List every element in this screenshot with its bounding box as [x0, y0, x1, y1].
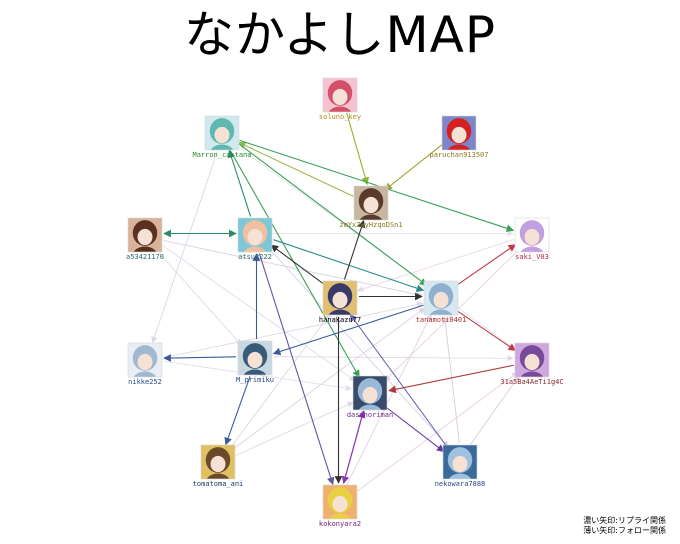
edge-reply-zmYxZwyHzqoDSn1-to-Marron_castana — [237, 141, 354, 197]
edge-reply-hanakazu77-to-zmYxZwyHzqoDSn1 — [343, 219, 366, 280]
avatar-nikke252 — [128, 343, 162, 377]
edge-follow-tomatoma_ani-to-hanakazu77 — [230, 313, 331, 448]
node-label-paruchan913507: paruchan913507 — [429, 151, 488, 159]
edge-reply-M_primiku-to-tomatoma_ani — [224, 376, 251, 446]
avatar-kokonyara2 — [323, 485, 357, 519]
edge-reply-paruchan913507-to-zmYxZwyHzqoDSn1 — [384, 143, 444, 191]
node-saki_V03[interactable]: saki_V03 — [514, 217, 550, 261]
avatar-a53421170 — [128, 218, 162, 252]
node-nekowara7888[interactable]: nekowara7888 — [435, 444, 486, 488]
edge-follow-tomatoma_ani-to-tanamoti0401 — [232, 307, 426, 450]
avatar-saki_V03 — [515, 218, 549, 252]
node-label-hanakazu77: hanakazu77 — [319, 316, 361, 324]
legend-reply-text: 濃い矢印:リプライ関係 — [583, 516, 666, 525]
legend: 濃い矢印:リプライ関係 薄い矢印:フォロー関係 — [583, 516, 666, 536]
edge-follow-M_primiku-to-31a5Ba4AeTi1g4C — [274, 355, 514, 362]
edge-reply-hanakazu77-to-atsu2222 — [270, 244, 326, 286]
edge-reply-M_primiku-to-nikke252 — [163, 354, 236, 362]
avatar-hanakazu77 — [323, 281, 357, 315]
edge-reply-tanamoti0401-to-saki_V03 — [455, 244, 517, 287]
node-tanamoti0401[interactable]: tanamoti0401 — [416, 280, 467, 324]
node-label-tomatoma_ani: tomatoma_ani — [193, 480, 244, 488]
edge-reply-Marron_castana-to-tanamoti0401 — [237, 142, 428, 286]
reply-edges — [163, 112, 517, 486]
node-label-M_primiku: M_primiku — [236, 376, 274, 384]
edge-follow-a53421170-to-M_primiku — [156, 249, 242, 346]
avatar-paruchan913507 — [442, 116, 476, 150]
edge-follow-kokonyara2-to-tanamoti0401 — [346, 313, 432, 485]
avatar-tanamoti0401 — [424, 281, 458, 315]
edge-reply-atsu2222-to-kokonyara2 — [258, 253, 335, 486]
edge-follow-saki_V03-to-hanakazu77 — [356, 239, 514, 292]
node-soluno_key[interactable]: soluno_key — [319, 77, 361, 121]
edge-reply-Marron_castana-to-dasahoriman — [229, 149, 360, 378]
avatar-atsu2222 — [238, 218, 272, 252]
node-label-31a5Ba4AeTi1g4C: 31a5Ba4AeTi1g4C — [500, 378, 563, 386]
node-31a5Ba4AeTi1g4C[interactable]: 31a5Ba4AeTi1g4C — [500, 342, 564, 386]
edge-follow-nekowara7888-to-tanamoti0401 — [442, 316, 460, 444]
node-label-soluno_key: soluno_key — [319, 113, 361, 121]
edge-follow-nekowara7888-to-31a5Ba4AeTi1g4C — [469, 374, 521, 446]
edge-reply-tanamoti0401-to-M_primiku — [272, 304, 424, 356]
node-a53421170[interactable]: a53421170 — [126, 217, 164, 261]
edge-reply-dasahoriman-to-nekowara7888 — [383, 405, 445, 453]
node-label-zmYxZwyHzqoDSn1: zmYxZwyHzqoDSn1 — [339, 221, 402, 229]
node-paruchan913507[interactable]: paruchan913507 — [429, 115, 489, 159]
avatar-nekowara7888 — [443, 445, 477, 479]
node-M_primiku[interactable]: M_primiku — [236, 340, 274, 384]
edge-reply-Marron_castana-to-saki_V03 — [239, 139, 515, 232]
node-zmYxZwyHzqoDSn1[interactable]: zmYxZwyHzqoDSn1 — [339, 185, 403, 229]
edge-reply-atsu2222-to-Marron_castana — [227, 149, 252, 217]
node-dasahoriman[interactable]: dasahoriman — [347, 375, 393, 419]
avatar-tomatoma_ani — [201, 445, 235, 479]
edge-follow-tomatoma_ani-to-dasahoriman — [235, 401, 354, 456]
node-label-atsu2222: atsu2222 — [238, 253, 272, 261]
node-label-saki_V03: saki_V03 — [515, 253, 549, 261]
node-tomatoma_ani[interactable]: tomatoma_ani — [193, 444, 244, 488]
node-label-a53421170: a53421170 — [126, 253, 164, 261]
page-title: なかよしMAP — [184, 6, 496, 64]
node-label-nikke252: nikke252 — [128, 378, 162, 386]
avatar-Marron_castana — [205, 116, 239, 150]
avatar-M_primiku — [238, 341, 272, 375]
edge-follow-Marron_castana-to-nikke252 — [151, 151, 218, 344]
node-kokonyara2[interactable]: kokonyara2 — [319, 484, 361, 528]
node-atsu2222[interactable]: atsu2222 — [237, 217, 273, 261]
edge-reply-atsu2222-to-tanamoti0401 — [273, 239, 425, 292]
node-label-nekowara7888: nekowara7888 — [435, 480, 486, 488]
edge-reply-kokonyara2-to-dasahoriman — [343, 410, 366, 484]
edge-follow-atsu2222-to-nekowara7888 — [268, 247, 449, 448]
avatar-zmYxZwyHzqoDSn1 — [354, 186, 388, 220]
node-nikke252[interactable]: nikke252 — [127, 342, 163, 386]
edge-reply-soluno_key-to-zmYxZwyHzqoDSn1 — [346, 112, 369, 186]
node-label-dasahoriman: dasahoriman — [347, 411, 393, 419]
edge-follow-a53421170-to-dasahoriman — [161, 244, 356, 382]
edge-follow-a53421170-to-tanamoti0401 — [163, 239, 423, 298]
legend-follow-text: 薄い矢印:フォロー関係 — [583, 526, 666, 535]
edge-follow-nikke252-to-tanamoti0401 — [163, 301, 424, 359]
edge-reply-tanamoti0401-to-31a5Ba4AeTi1g4C — [455, 309, 517, 351]
node-label-Marron_castana: Marron_castana — [192, 151, 251, 159]
node-Marron_castana[interactable]: Marron_castana — [192, 115, 252, 159]
avatar-31a5Ba4AeTi1g4C — [515, 343, 549, 377]
avatar-soluno_key — [323, 78, 357, 112]
edge-reply-31a5Ba4AeTi1g4C-to-dasahoriman — [388, 364, 514, 394]
node-label-tanamoti0401: tanamoti0401 — [416, 316, 467, 324]
edge-reply-nekowara7888-to-hanakazu77 — [349, 313, 449, 448]
avatar-dasahoriman — [353, 376, 387, 410]
node-label-kokonyara2: kokonyara2 — [319, 520, 361, 528]
node-hanakazu77[interactable]: hanakazu77 — [319, 280, 361, 324]
